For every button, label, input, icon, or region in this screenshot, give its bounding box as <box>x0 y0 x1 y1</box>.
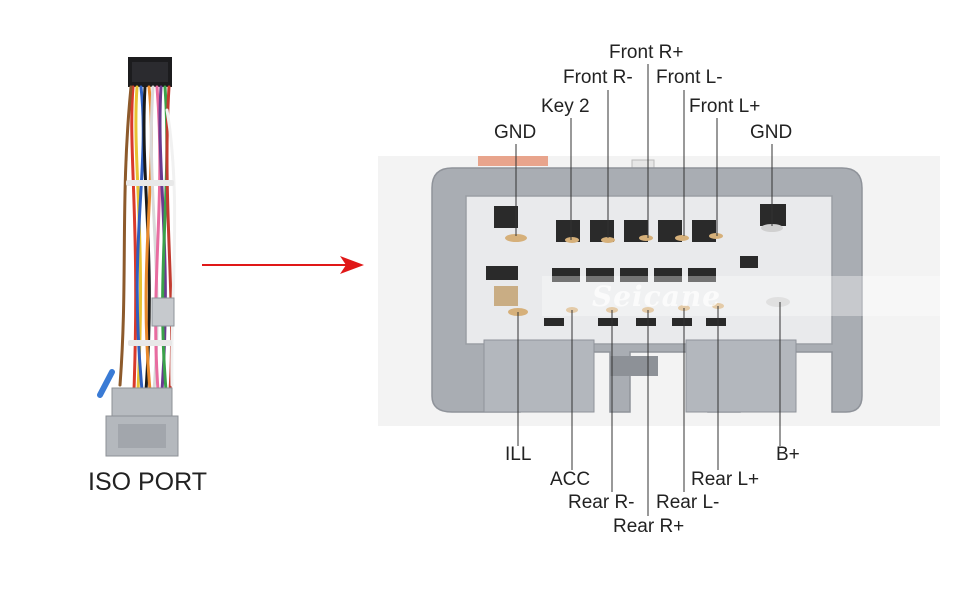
leader-lines-top <box>515 64 773 240</box>
label-gnd-left: GND <box>494 122 537 143</box>
label-rear-r-plus: Rear R+ <box>613 516 685 537</box>
iso-port-caption: ISO PORT <box>88 468 208 496</box>
label-rear-l-minus: Rear L- <box>656 492 720 513</box>
wire-harness-image <box>97 57 179 457</box>
leader-lines-bottom <box>517 302 781 516</box>
label-front-r-minus: Front R- <box>563 67 633 88</box>
label-front-r-plus: Front R+ <box>609 42 684 63</box>
label-rear-r-minus: Rear R- <box>568 492 635 513</box>
label-rear-l-plus: Rear L+ <box>691 469 760 490</box>
label-gnd-right: GND <box>750 122 793 143</box>
arrow-icon <box>202 256 364 274</box>
label-b-plus: B+ <box>776 444 800 465</box>
label-key-2: Key 2 <box>541 96 590 117</box>
connector-closeup-image <box>378 156 940 426</box>
label-front-l-plus: Front L+ <box>689 96 761 117</box>
label-front-l-minus: Front L- <box>656 67 723 88</box>
watermark-logo: Seicane <box>592 280 722 313</box>
label-acc: ACC <box>550 469 591 490</box>
label-ill: ILL <box>505 444 532 465</box>
